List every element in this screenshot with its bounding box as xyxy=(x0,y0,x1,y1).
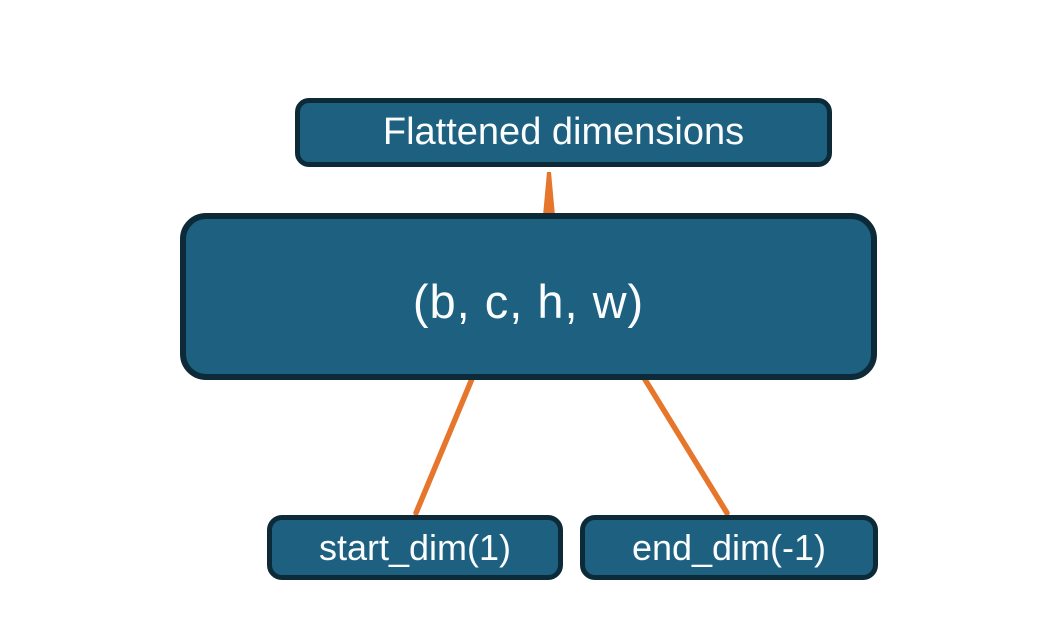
flattened-dimensions-label: Flattened dimensions xyxy=(382,111,745,153)
flattened-dimensions-box: Flattened dimensions xyxy=(295,98,832,167)
end-dim-box: end_dim(-1) xyxy=(580,515,878,580)
tensor-shape-label: (b, c, h, w) xyxy=(412,275,645,328)
start-dim-label: start_dim(1) xyxy=(318,526,512,568)
tensor-shape-box: (b, c, h, w) xyxy=(180,213,877,380)
end-dim-label: end_dim(-1) xyxy=(631,526,827,568)
start-dim-box: start_dim(1) xyxy=(267,515,563,580)
